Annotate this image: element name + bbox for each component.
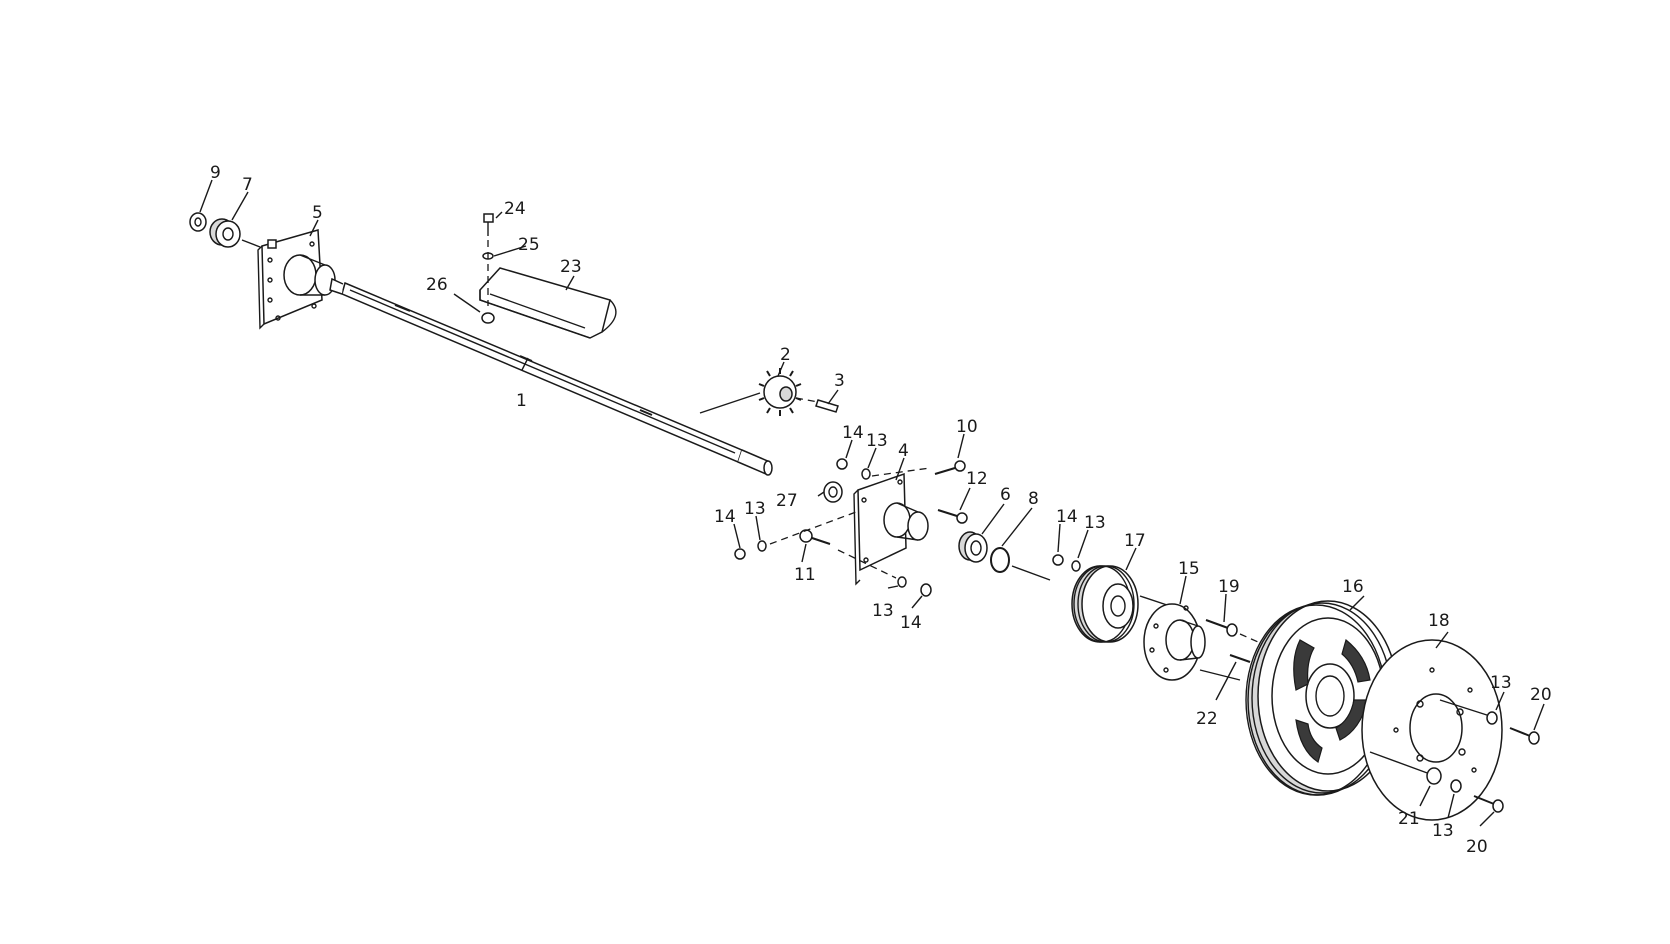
label-13: 13 <box>744 499 766 519</box>
leader-line <box>1199 669 1241 681</box>
assembly-axis <box>1239 633 1259 643</box>
label-20: 20 <box>1466 837 1488 857</box>
label-16: 16 <box>1342 577 1364 597</box>
part-23-trough-bracket <box>479 267 617 339</box>
leader-line <box>241 239 261 248</box>
label-6: 6 <box>1000 485 1011 505</box>
part-13-washer <box>1450 779 1462 793</box>
part-4-bearing-plate <box>853 472 929 586</box>
part-27-washer <box>823 481 843 503</box>
label-13: 13 <box>1432 821 1454 841</box>
label-13: 13 <box>1490 673 1512 693</box>
part-13-washer <box>861 468 871 480</box>
part-number-labels: 9 7 5 24 25 23 26 1 2 3 10 14 13 4 27 12… <box>210 163 1552 857</box>
part-14-nut <box>1052 554 1064 566</box>
part-15-hub-flange <box>1143 603 1206 681</box>
part-2-sprocket <box>758 368 802 416</box>
label-10: 10 <box>956 417 978 437</box>
part-22-pin <box>1229 654 1251 663</box>
assembly-axis <box>769 511 857 545</box>
assembly-axis <box>1369 751 1431 775</box>
label-15: 15 <box>1178 559 1200 579</box>
part-13-washer <box>1071 560 1081 572</box>
part-26-nut <box>481 312 495 324</box>
assembly-axis <box>795 397 819 403</box>
assembly-axis <box>1011 565 1051 581</box>
label-18: 18 <box>1428 611 1450 631</box>
part-7-bearing <box>209 218 241 248</box>
label-13: 13 <box>872 601 894 621</box>
label-2: 2 <box>780 345 791 365</box>
part-8-circlip <box>990 547 1010 573</box>
label-14: 14 <box>1056 507 1078 527</box>
part-13-washer <box>1486 711 1498 725</box>
part-18-brake-disc <box>1361 639 1503 821</box>
part-20-bolt <box>1509 727 1540 745</box>
label-19: 19 <box>1218 577 1240 597</box>
part-5-bearing-plate <box>257 229 336 330</box>
part-13-washer <box>897 576 907 588</box>
part-3-key <box>815 399 839 413</box>
leader-line <box>699 392 761 414</box>
label-4: 4 <box>898 441 909 461</box>
label-8: 8 <box>1028 489 1039 509</box>
label-24: 24 <box>504 199 526 219</box>
assembly-axis <box>871 467 931 477</box>
label-13: 13 <box>1084 513 1106 533</box>
label-1: 1 <box>516 391 527 411</box>
assembly-axis <box>1439 699 1491 717</box>
part-21-washer <box>1426 767 1442 785</box>
part-19-bolt <box>1205 619 1238 637</box>
part-14-nut <box>734 548 746 560</box>
part-9-nut <box>189 212 207 232</box>
label-14: 14 <box>900 613 922 633</box>
label-17: 17 <box>1124 531 1146 551</box>
label-14: 14 <box>714 507 736 527</box>
part-6-bearing <box>958 531 988 563</box>
label-21: 21 <box>1398 809 1420 829</box>
part-10-bolt <box>934 460 966 475</box>
part-11-bolt <box>799 529 831 545</box>
label-23: 23 <box>560 257 582 277</box>
label-27: 27 <box>776 491 798 511</box>
label-9: 9 <box>210 163 221 183</box>
label-26: 26 <box>426 275 448 295</box>
part-17-pulley <box>1071 565 1139 643</box>
label-14: 14 <box>842 423 864 443</box>
label-leaders <box>199 179 1545 827</box>
label-5: 5 <box>312 203 323 223</box>
part-14-nut <box>920 583 932 597</box>
label-3: 3 <box>834 371 845 391</box>
part-14-nut <box>836 458 848 470</box>
label-12: 12 <box>966 469 988 489</box>
label-22: 22 <box>1196 709 1218 729</box>
label-13: 13 <box>866 431 888 451</box>
part-1-shaft <box>329 277 773 476</box>
assembly-axis <box>837 549 897 579</box>
label-11: 11 <box>794 565 816 585</box>
part-12-bolt <box>937 509 968 524</box>
part-24-bolt <box>483 213 494 236</box>
part-20-bolt <box>1473 795 1504 813</box>
part-13-washer <box>757 540 767 552</box>
label-25: 25 <box>518 235 540 255</box>
label-7: 7 <box>242 175 253 195</box>
label-20: 20 <box>1530 685 1552 705</box>
